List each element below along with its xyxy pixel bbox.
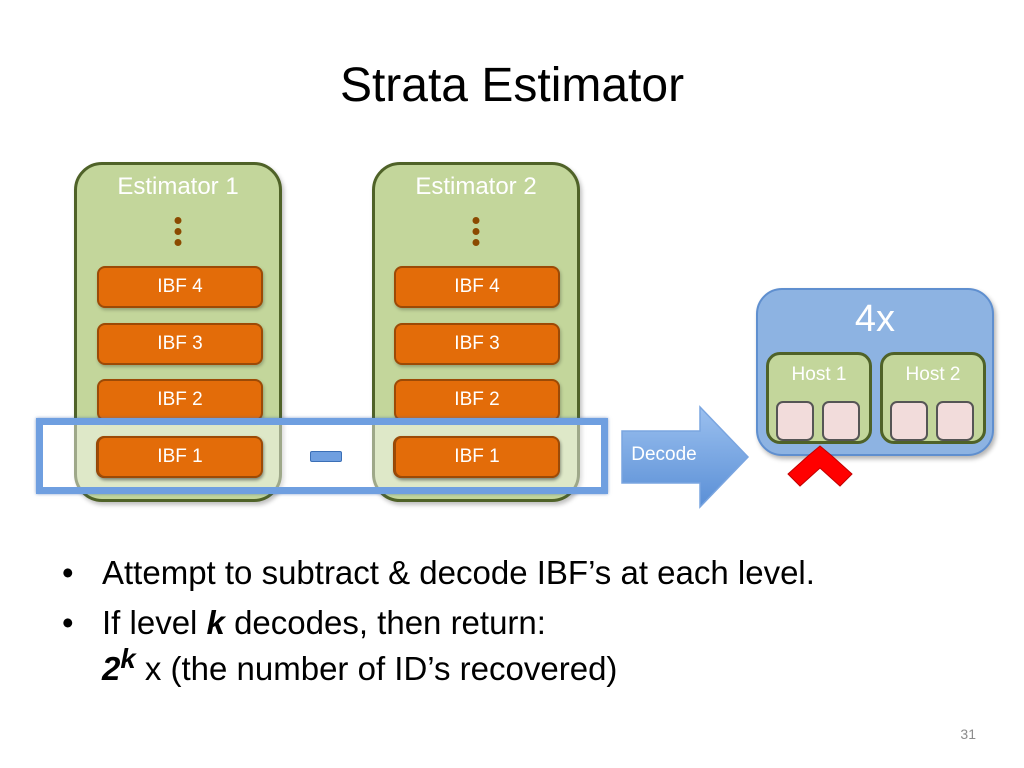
decode-arrow-icon xyxy=(621,405,750,509)
host-cluster: 4x Host 1 Host 2 xyxy=(756,288,994,456)
host-2-slot-a xyxy=(890,401,928,441)
minus-icon xyxy=(310,451,342,462)
estimator-1-ibf-4: IBF 4 xyxy=(97,266,263,308)
host-2-label: Host 2 xyxy=(905,364,961,385)
bullet-icon: • xyxy=(62,554,74,591)
host-2-slot-b xyxy=(936,401,974,441)
page-number: 31 xyxy=(960,726,976,742)
estimator-1-ibf-3: IBF 3 xyxy=(97,323,263,365)
formula-base: 2 xyxy=(102,650,121,688)
bullet-item-2-prefix: If level xyxy=(102,603,207,641)
bullet-item-1: • Attempt to subtract & decode IBF’s at … xyxy=(62,553,1002,593)
bullet-list: • Attempt to subtract & decode IBF’s at … xyxy=(62,553,1002,689)
host-1: Host 1 xyxy=(766,352,872,444)
formula-rest: x (the number of ID’s recovered) xyxy=(135,650,618,688)
bullet-icon: • xyxy=(62,603,74,641)
estimator-1-label: Estimator 1 xyxy=(117,173,239,200)
estimator-2-ibf-4: IBF 4 xyxy=(394,266,560,308)
estimator-1-ibf-1: IBF 1 xyxy=(97,436,263,478)
host-1-slot-b xyxy=(822,401,860,441)
ellipsis-icon xyxy=(174,217,182,250)
multiplier-label: 4x xyxy=(854,298,896,340)
estimator-2-ibf-1: IBF 1 xyxy=(394,436,560,478)
host-1-label: Host 1 xyxy=(791,364,847,385)
red-x-icon xyxy=(787,445,853,487)
bullet-item-2: • If level k decodes, then return: 2k x … xyxy=(62,603,1002,689)
bullet-item-2-var: k xyxy=(206,603,225,641)
estimator-2: Estimator 2 IBF 4 IBF 3 IBF 2 IBF 1 xyxy=(372,162,580,502)
host-2: Host 2 xyxy=(880,352,986,444)
estimator-2-ibf-3: IBF 3 xyxy=(394,323,560,365)
bullet-item-2-suffix: decodes, then return: xyxy=(224,603,546,641)
formula-exponent: k xyxy=(120,643,136,675)
estimator-2-label: Estimator 2 xyxy=(415,173,537,200)
slide-title: Strata Estimator xyxy=(339,59,685,112)
decode-label: Decode xyxy=(631,444,697,465)
estimator-2-ibf-2: IBF 2 xyxy=(394,379,560,421)
ellipsis-icon xyxy=(472,217,480,250)
estimator-1-ibf-2: IBF 2 xyxy=(97,379,263,421)
estimator-1: Estimator 1 IBF 4 IBF 3 IBF 2 IBF 1 xyxy=(74,162,282,502)
bullet-item-1-text: Attempt to subtract & decode IBF’s at ea… xyxy=(102,554,815,591)
host-1-slot-a xyxy=(776,401,814,441)
